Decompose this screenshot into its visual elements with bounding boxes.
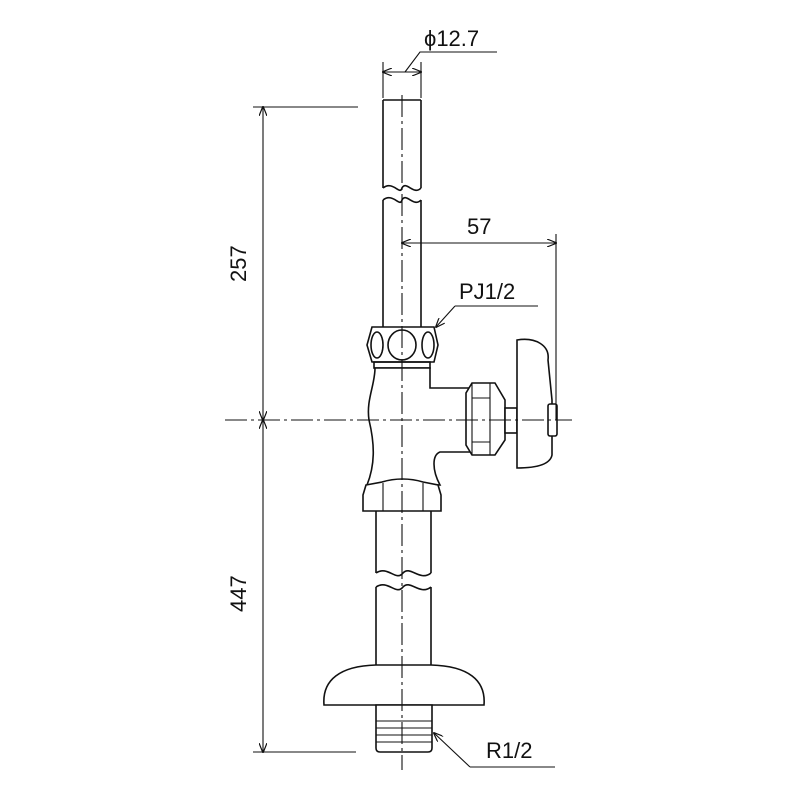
lower-height-label: 447 xyxy=(226,575,251,612)
pj-callout-label: PJ1/2 xyxy=(459,279,515,304)
upper-height-label: 257 xyxy=(226,245,251,282)
valve-body xyxy=(365,367,471,486)
handle-offset-label: 57 xyxy=(467,214,491,239)
threaded-end xyxy=(375,704,433,753)
r-callout-label: R1/2 xyxy=(486,738,532,763)
handle-offset-dimension xyxy=(402,234,556,420)
height-dimensions xyxy=(253,107,358,752)
valve-handle xyxy=(465,338,558,469)
escutcheon-flange xyxy=(323,664,485,706)
diameter-dimension xyxy=(383,51,497,98)
r-leader-arrow xyxy=(434,733,471,768)
diameter-label: ϕ12.7 xyxy=(424,26,479,51)
lower-pipe xyxy=(375,511,432,665)
pj-leader-arrow xyxy=(436,305,456,327)
